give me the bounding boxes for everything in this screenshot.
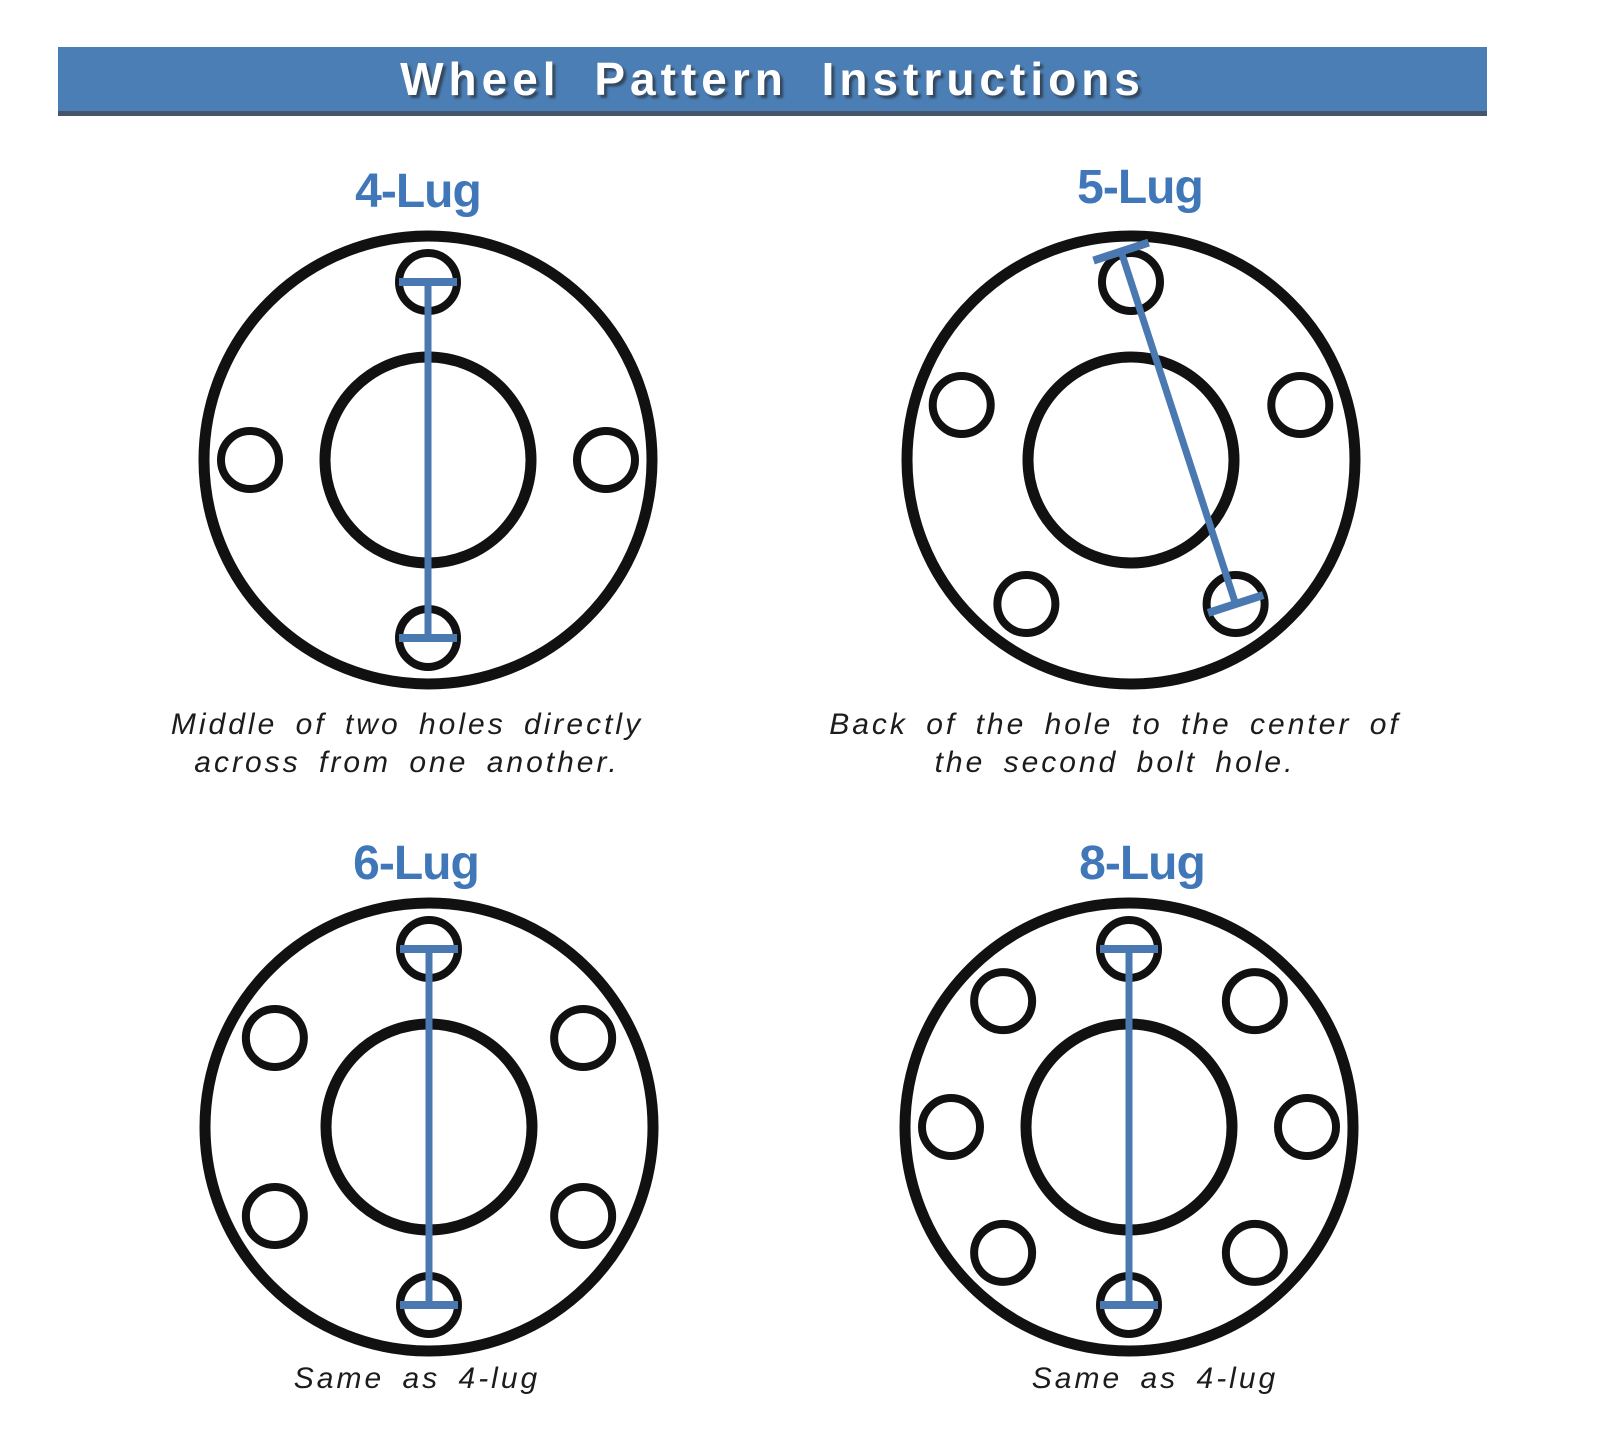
lug-diagram-5-lug — [901, 230, 1361, 690]
diagram-title-4-lug: 4-Lug — [355, 165, 482, 218]
bolt-hole — [1267, 371, 1334, 438]
bolt-hole — [550, 1183, 617, 1249]
diagram-title-6-lug: 6-Lug — [353, 837, 480, 890]
bolt-hole — [573, 427, 639, 493]
wheel-outer-circle — [901, 230, 1361, 690]
measure-line — [1117, 250, 1239, 606]
bolt-hole — [1274, 1094, 1340, 1160]
bolt-hole — [241, 1183, 308, 1249]
diagram-title-5-lug: 5-Lug — [1077, 161, 1204, 214]
lug-diagram-4-lug — [198, 230, 658, 690]
lug-diagram-6-lug — [199, 897, 659, 1357]
lug-diagram-8-lug — [899, 897, 1359, 1357]
measure-cap-end — [1206, 591, 1265, 617]
bolt-hole — [1202, 571, 1269, 638]
bolt-hole — [970, 1219, 1037, 1286]
bolt-hole — [918, 1094, 984, 1160]
page-title: Wheel Pattern Instructions — [400, 53, 1145, 105]
bolt-hole — [241, 1005, 308, 1071]
bolt-hole — [970, 968, 1037, 1035]
wheel-outer-circle — [899, 897, 1359, 1357]
center-bore-circle — [1022, 351, 1240, 569]
bolt-hole — [1221, 968, 1288, 1035]
diagram-caption-8-lug: Same as 4-lug — [1031, 1362, 1279, 1395]
bolt-hole — [993, 571, 1060, 638]
diagram-caption-6-lug: Same as 4-lug — [293, 1362, 541, 1395]
wheel-outer-circle — [199, 897, 659, 1357]
bolt-hole — [217, 427, 283, 493]
bolt-hole — [1098, 249, 1164, 315]
bolt-hole — [550, 1005, 617, 1071]
diagram-caption-4-lug: Middle of two holes directly across from… — [170, 708, 644, 779]
bolt-hole — [928, 371, 995, 438]
title-banner: Wheel Pattern Instructions — [58, 47, 1487, 116]
bolt-hole — [1221, 1219, 1288, 1286]
diagram-title-8-lug: 8-Lug — [1079, 837, 1206, 890]
diagram-caption-5-lug: Back of the hole to the center of the se… — [829, 708, 1401, 779]
wheel-outer-circle — [198, 230, 658, 690]
